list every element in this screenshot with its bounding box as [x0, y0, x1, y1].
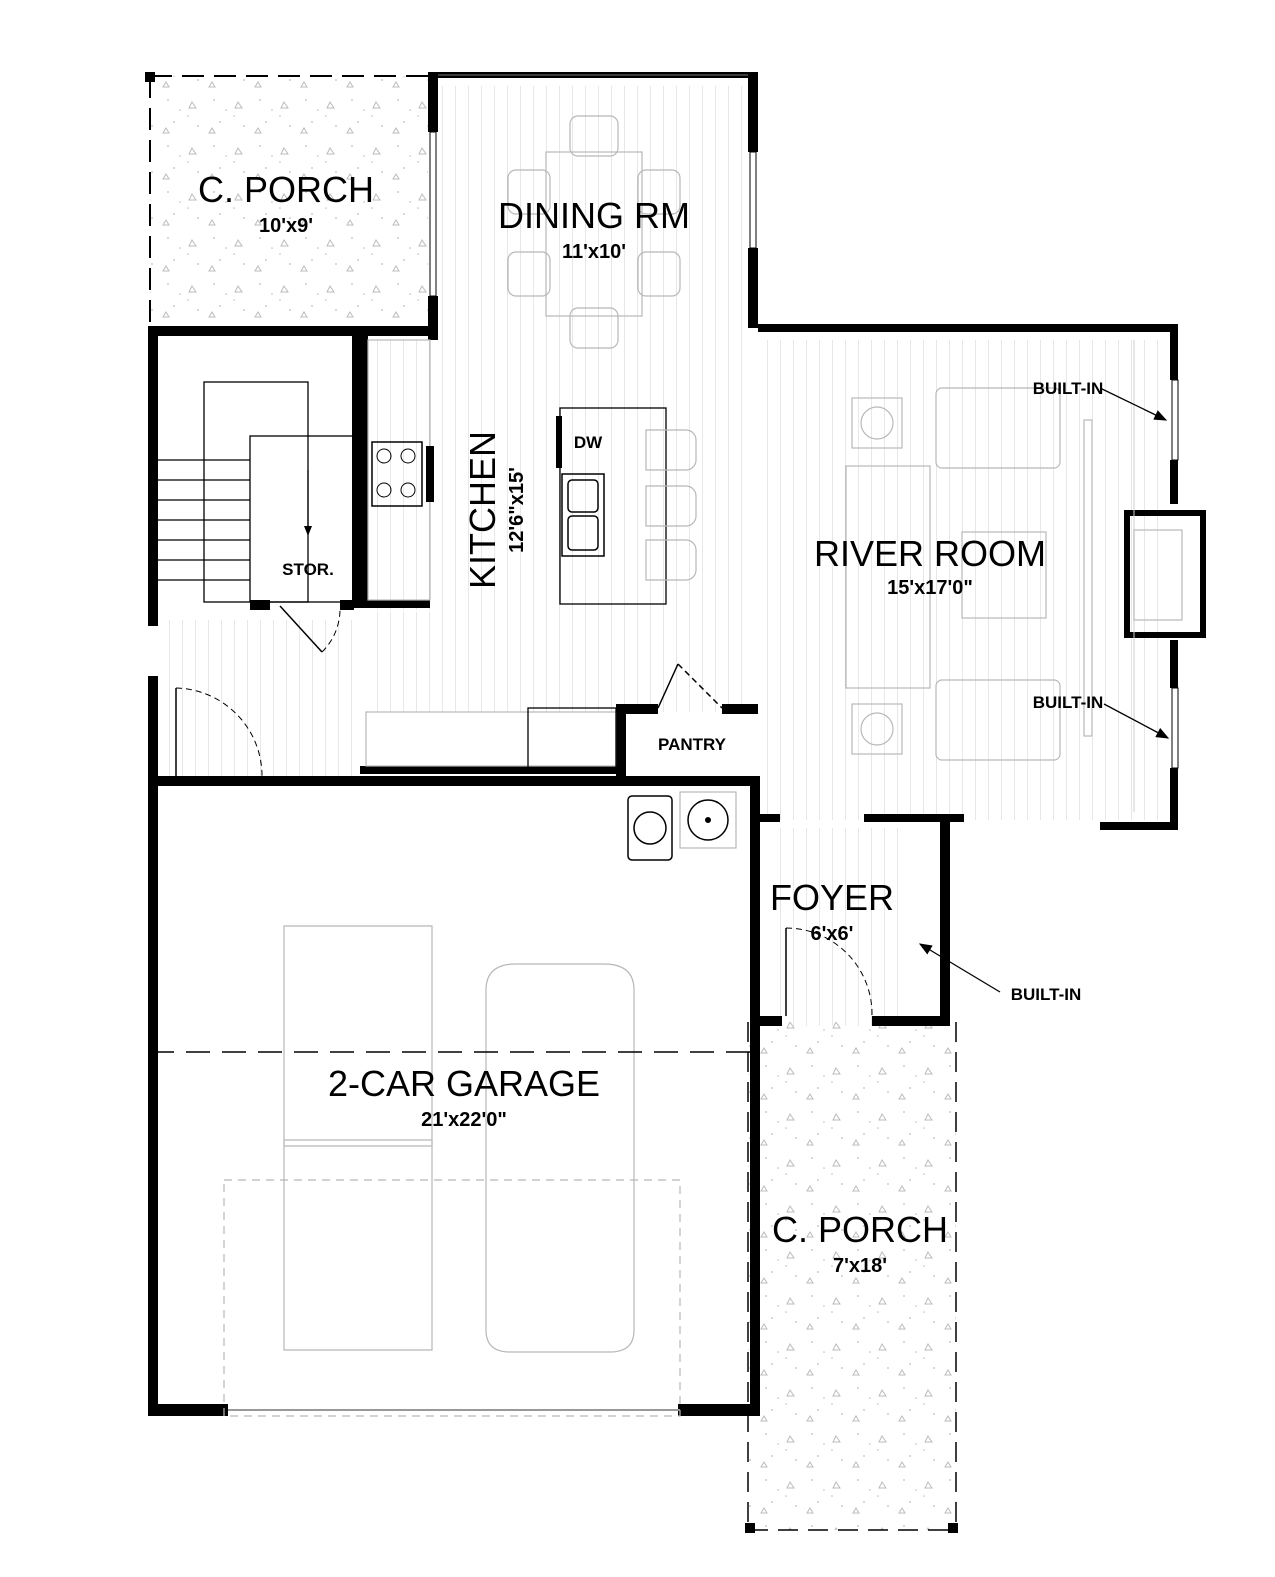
foyer-name: FOYER	[770, 877, 894, 918]
floorboards	[160, 86, 1170, 1026]
garage-vehicles	[150, 925, 756, 1417]
dishwasher-label: DW	[574, 433, 603, 452]
kitchen-counters	[365, 339, 697, 769]
garage-size: 21'x22'0"	[421, 1109, 507, 1131]
river-room-name: RIVER ROOM	[814, 533, 1046, 574]
dining-table	[507, 115, 681, 349]
builtin-label-upper: BUILT-IN	[1033, 379, 1104, 398]
builtin-label-lower: BUILT-IN	[1033, 693, 1104, 712]
porch-top-name: C. PORCH	[198, 169, 374, 210]
foyer-size: 6'x6'	[811, 923, 854, 945]
garage-name: 2-CAR GARAGE	[328, 1063, 600, 1104]
windows	[429, 74, 1179, 769]
dining-name: DINING RM	[498, 195, 690, 236]
pantry-label: PANTRY	[658, 735, 727, 754]
dining-size: 11'x10'	[562, 241, 626, 263]
walls	[148, 72, 1206, 1416]
river-room-size: 15'x17'0"	[887, 577, 973, 599]
kitchen-size: 12'6"x15'	[506, 467, 528, 553]
builtin-leaders	[918, 387, 1170, 993]
porch-bottom-size: 7'x18'	[833, 1255, 887, 1277]
storage-label: STOR.	[282, 560, 334, 579]
builtin-label-foyer: BUILT-IN	[1011, 985, 1082, 1004]
laundry	[627, 791, 737, 861]
doors	[175, 605, 873, 1017]
stairs	[158, 381, 355, 603]
kitchen-name: KITCHEN	[462, 431, 503, 589]
porch-top-area	[145, 72, 428, 326]
porch-top-size: 10'x9'	[259, 215, 313, 237]
porch-bottom-area	[745, 1022, 958, 1533]
river-room-furniture	[845, 340, 1183, 812]
porch-bottom-name: C. PORCH	[772, 1209, 948, 1250]
